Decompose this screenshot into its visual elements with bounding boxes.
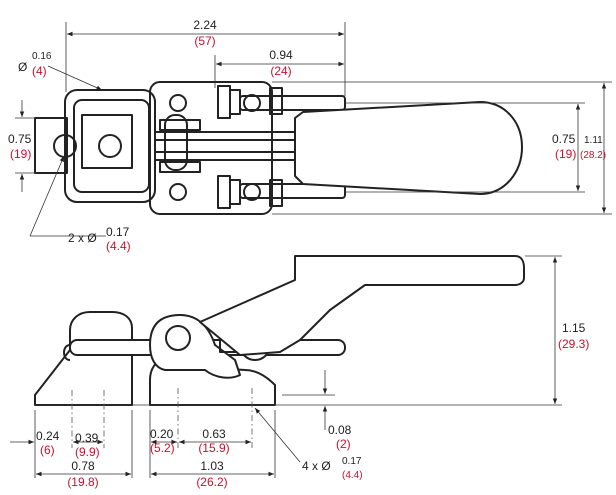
latch-base-length-in: 1.03 (200, 459, 224, 473)
right-spacing-mm: (19) (555, 147, 576, 161)
mount-holes-mm: (4.4) (342, 470, 363, 481)
latch-base-top (149, 81, 295, 215)
hook-hole-offset-mm: (6) (40, 443, 55, 457)
latch-hole-spacing-mm: (15.9) (198, 441, 229, 455)
hook-base-length-in: 0.78 (71, 459, 95, 473)
height-in: 1.15 (562, 321, 586, 335)
hook-hole-icon (53, 134, 77, 158)
mount-hole-icon (169, 94, 187, 112)
height-mm: (29.3) (558, 337, 589, 351)
top-dimensions: 2.24 (57) 0.94 (24) Ø 0.16 (4) 0.75 (19)… (8, 18, 612, 253)
hook-holes-prefix: 2 x Ø (68, 231, 97, 245)
overall-length-mm: (57) (194, 34, 215, 48)
handle-offset-mm: (24) (270, 64, 291, 78)
hook-eye-icon (98, 134, 122, 158)
right-spacing-in: 0.75 (552, 132, 576, 146)
latch-hole-spacing-in: 0.63 (202, 427, 226, 441)
handle-side (199, 255, 525, 356)
mount-hole-icon (169, 183, 187, 201)
pin-diameter-prefix: Ø (18, 60, 27, 74)
total-width-in: 1.11 (584, 135, 603, 146)
side-dimensions: 1.15 (29.3) 0.08 (2) 0.24 (6) 0.39 (9.9)… (10, 255, 589, 489)
pin-diameter-mm: (4) (32, 64, 47, 78)
hook-hole-spacing-in: 0.39 (75, 431, 99, 445)
total-width-mm: (28.2) (580, 150, 606, 161)
pin-diameter-in: 0.16 (32, 51, 52, 62)
left-spacing-mm: (19) (10, 147, 31, 161)
latch-hole-offset-in: 0.20 (150, 427, 174, 441)
hook-base-length-mm: (19.8) (67, 475, 98, 489)
mount-holes-in: 0.17 (342, 456, 362, 467)
hook-body-top (34, 89, 156, 203)
overall-length-in: 2.24 (193, 18, 217, 32)
handle-top (294, 101, 523, 195)
hook-holes-mm: (4.4) (106, 239, 131, 253)
handle-offset-in: 0.94 (269, 48, 293, 62)
mount-hole-icon (243, 94, 261, 112)
hook-holes-in: 0.17 (106, 225, 130, 239)
hook-side (34, 311, 133, 406)
base-thickness-in: 0.08 (328, 423, 352, 437)
top-view (34, 81, 523, 215)
left-spacing-in: 0.75 (8, 132, 32, 146)
latch-base-length-mm: (26.2) (196, 475, 227, 489)
hook-hole-offset-in: 0.24 (36, 429, 60, 443)
latch-hole-offset-mm: (5.2) (150, 441, 175, 455)
base-thickness-mm: (2) (336, 437, 351, 451)
side-view (34, 255, 525, 406)
mount-holes-prefix: 4 x Ø (302, 459, 331, 473)
hook-hole-spacing-mm: (9.9) (75, 445, 100, 459)
pivot-pin-icon (165, 325, 191, 351)
